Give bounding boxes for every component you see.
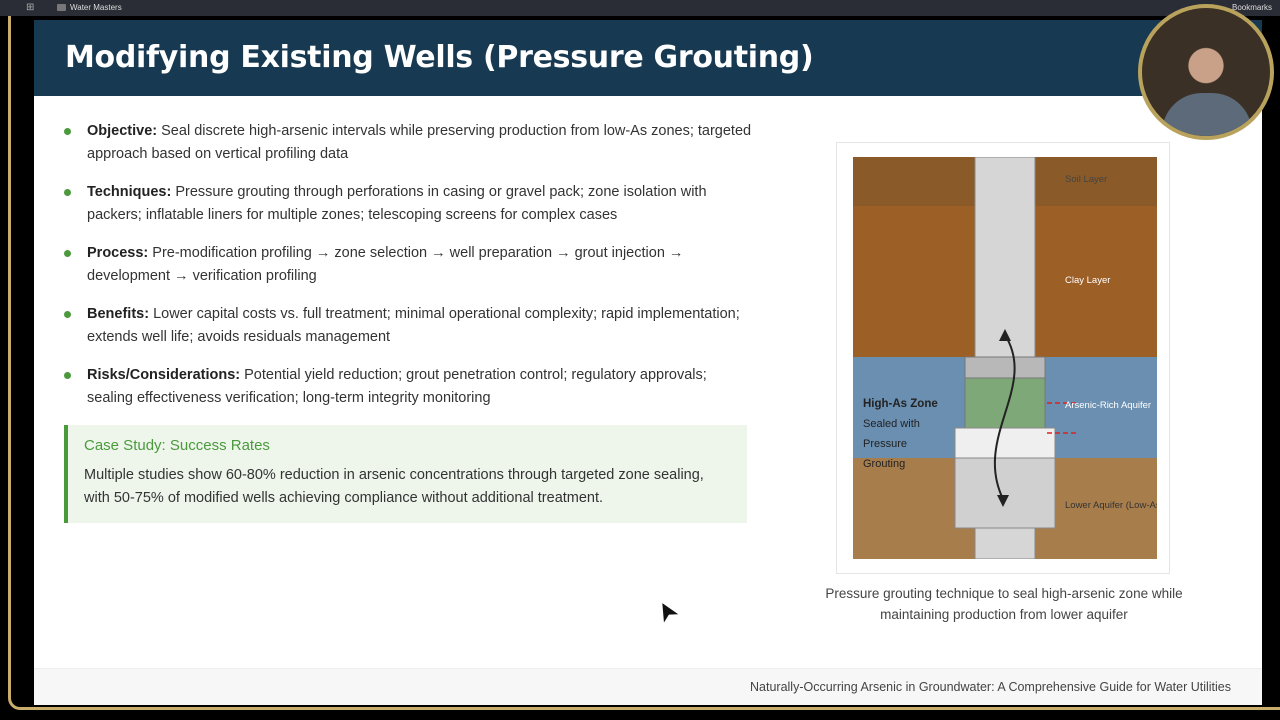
case-study-text: Multiple studies show 60-80% reduction i…: [84, 467, 704, 506]
bullet-text: Lower capital costs vs. full treatment; …: [87, 306, 740, 345]
soil-label: Soil Layer: [1065, 174, 1107, 185]
slide: Modifying Existing Wells (Pressure Grout…: [34, 20, 1262, 705]
diagram-caption: Pressure grouting technique to seal high…: [825, 586, 1183, 622]
bullet-label: Objective:: [87, 123, 158, 139]
bullet-text: Potential yield reduction; grout penetra…: [87, 367, 707, 406]
footer-text: Naturally-Occurring Arsenic in Groundwat…: [750, 680, 1231, 694]
bullet-icon: [64, 128, 71, 135]
webcam-overlay: [1138, 4, 1274, 140]
grout-seal: [964, 377, 1046, 429]
well-casing-upper: [974, 157, 1036, 358]
slide-footer: Naturally-Occurring Arsenic in Groundwat…: [34, 668, 1262, 705]
packer-lower: [954, 427, 1056, 459]
packer-top: [964, 356, 1046, 379]
screen-lower: [954, 457, 1056, 529]
bullet-list: Objective: Seal discrete high-arsenic in…: [64, 120, 754, 425]
bullet-text: Pressure grouting through perforations i…: [87, 184, 707, 223]
slide-title: Modifying Existing Wells (Pressure Grout…: [65, 40, 814, 75]
bullet-label: Benefits:: [87, 306, 150, 322]
bullet-icon: [64, 189, 71, 196]
flow-arrow: [993, 334, 1016, 500]
browser-bar: ⊞ Water Masters Bookmarks: [0, 0, 1280, 16]
bullet-text: Pre-modification profiling → zone select…: [87, 245, 684, 284]
diagram-box: Soil Layer Clay Layer Arsenic-Rich Aquif…: [836, 142, 1170, 574]
bullet-label: Risks/Considerations:: [87, 367, 241, 383]
bullet-icon: [64, 372, 71, 379]
apps-grid-icon[interactable]: ⊞: [26, 2, 35, 13]
arsenic-label: Arsenic-Rich Aquifer: [1065, 400, 1151, 411]
bullet-icon: [64, 311, 71, 318]
bookmark-water-masters[interactable]: Water Masters: [70, 3, 122, 12]
bullet-label: Techniques:: [87, 184, 172, 200]
zone-line: Grouting: [863, 458, 905, 470]
zone-line: Sealed with: [863, 418, 920, 430]
case-study-box: Case Study: Success Rates Multiple studi…: [64, 425, 747, 523]
well-diagram: Soil Layer Clay Layer Arsenic-Rich Aquif…: [853, 157, 1157, 559]
slide-header: Modifying Existing Wells (Pressure Grout…: [34, 20, 1262, 96]
case-study-title: Case Study: Success Rates: [84, 437, 270, 454]
presenter-avatar: [1162, 93, 1252, 136]
bullet-item: Risks/Considerations: Potential yield re…: [64, 364, 754, 410]
bookmarks-button[interactable]: Bookmarks: [1231, 3, 1272, 12]
well-casing-bottom: [974, 527, 1036, 559]
bullet-text: Seal discrete high-arsenic intervals whi…: [87, 123, 752, 162]
clay-label: Clay Layer: [1065, 275, 1110, 286]
bullet-item: Process: Pre-modification profiling → zo…: [64, 242, 754, 288]
arrow-up-icon: [999, 329, 1011, 341]
arrow-down-icon: [997, 495, 1009, 507]
bullet-item: Benefits: Lower capital costs vs. full t…: [64, 303, 754, 349]
zone-line: Pressure: [863, 438, 907, 450]
folder-icon: [57, 4, 66, 11]
bullet-label: Process:: [87, 245, 149, 261]
bullet-item: Objective: Seal discrete high-arsenic in…: [64, 120, 754, 166]
bullet-item: Techniques: Pressure grouting through pe…: [64, 181, 754, 227]
lower-label: Lower Aquifer (Low-As): [1065, 500, 1157, 511]
bullet-icon: [64, 250, 71, 257]
zone-title: High-As Zone: [863, 398, 938, 410]
